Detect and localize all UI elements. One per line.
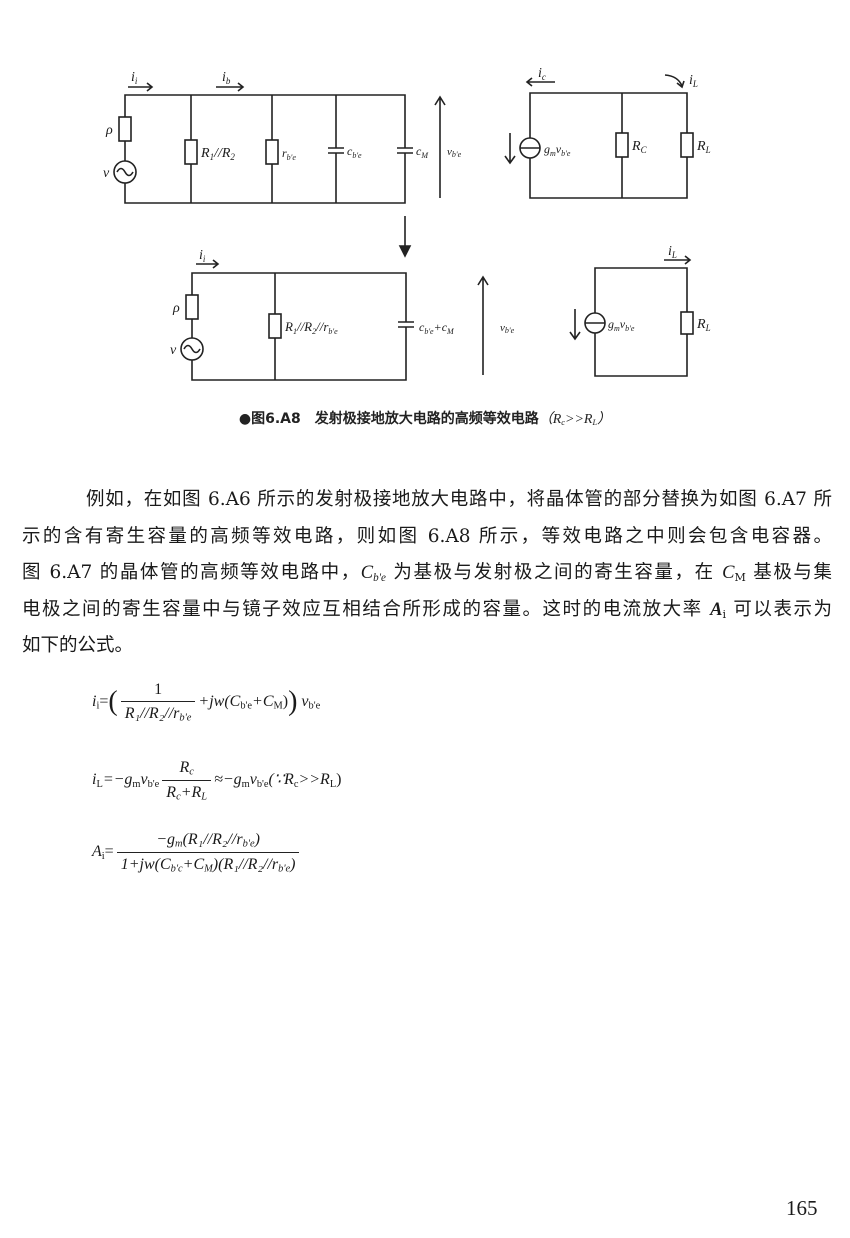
wire [124, 94, 406, 204]
ii-arrow [128, 82, 154, 92]
top-right-circuit: ic iL gmvb'e RC RL [504, 66, 711, 199]
il-label: iL [668, 244, 677, 260]
current-direction-arrow [569, 309, 581, 341]
rho-label: ρ [172, 301, 180, 316]
rl-resistor [680, 311, 694, 335]
ic-label: ic [538, 66, 546, 82]
paragraph-line: 图 6.A7 的晶体管的高频等效电路中，Cb'e 为基极与发射极之间的寄生容量，… [22, 562, 832, 584]
caption-label: ●图6.A8 发射极接地放大电路的高频等效电路 [238, 411, 539, 427]
r1r2-resistor [184, 139, 198, 165]
v-label: v [170, 343, 177, 358]
ceq-label: cb'e+cM [419, 320, 455, 336]
req-resistor [268, 313, 282, 339]
sine-wave-icon [183, 344, 201, 354]
caption-condition: （Rc>>RL） [538, 412, 612, 428]
equivalent-circuit-figure: ii ib ρ v R1//R2 rb'e cb'e cM vb'e ic iL… [103, 66, 711, 381]
body-paragraph: 例如，在如图 6.A6 所示的发射极接地放大电路中，将晶体管的部分替换为如图 6… [22, 482, 832, 665]
gm-vbe-label: gmvb'e [608, 317, 635, 333]
current-direction-arrow [504, 133, 516, 165]
gm-vbe-label: gmvb'e [544, 142, 571, 158]
ii-label: ii [131, 70, 138, 86]
rho-label: ρ [105, 123, 113, 138]
wire [529, 92, 688, 199]
paragraph-line: 示的含有寄生容量的高频等效电路，则如图 6.A8 所示，等效电路之中则会包含电容… [22, 525, 832, 547]
cbe-capacitor [328, 147, 344, 154]
req-label: R1//R2//rb'e [284, 319, 338, 336]
cm-label: cM [416, 144, 429, 160]
vbe-arrow [434, 95, 446, 198]
wire [594, 267, 688, 377]
il-label: iL [689, 73, 698, 89]
cbe-label: cb'e [347, 144, 362, 160]
ib-label: ib [222, 70, 231, 86]
rl-resistor [680, 132, 694, 158]
rl-label: RL [696, 139, 711, 155]
rbe-label: rb'e [282, 146, 296, 162]
v-label: v [103, 166, 110, 181]
paragraph-line: 电极之间的寄生容量中与镜子效应互相结合所形成的容量。这时的电流放大率 Ai 可以… [22, 598, 832, 621]
rho-resistor [118, 116, 132, 142]
r1r2-label: R1//R2 [200, 146, 235, 162]
ii-label: ii [199, 248, 206, 264]
il-arrow [664, 255, 692, 265]
cm-capacitor [397, 147, 413, 154]
equation-ai: Ai=−gm(R₁//R₂//rb'e)1+jw(Cb'c+CM)(R₁//R₂… [92, 830, 302, 875]
vbe-label: vb'e [500, 322, 515, 335]
down-arrow-head [398, 245, 412, 258]
top-left-circuit: ii ib ρ v R1//R2 rb'e cb'e cM vb'e [103, 70, 462, 204]
vbe-label: vb'e [447, 146, 462, 159]
rc-label: RC [631, 139, 648, 155]
paragraph-line: 如下的公式。 [22, 635, 134, 656]
rc-resistor [615, 132, 629, 158]
figure-caption: ●图6.A8 发射极接地放大电路的高频等效电路（Rc>>RL） [0, 408, 850, 428]
ceq-capacitor [398, 321, 414, 328]
ic-arrow [525, 77, 555, 87]
rl-label: RL [696, 317, 711, 333]
ib-arrow [216, 82, 245, 92]
il-arrow [664, 74, 685, 89]
rbe-resistor [265, 139, 279, 165]
sine-wave-icon [116, 167, 134, 177]
paragraph-line: 例如，在如图 6.A6 所示的发射极接地放大电路中，将晶体管的部分替换为如图 6… [86, 489, 832, 510]
page-number: 165 [786, 1196, 818, 1220]
bottom-left-circuit: ii ρ v R1//R2//rb'e cb'e+cM vb'e [170, 248, 515, 381]
bottom-right-circuit: iL gmvb'e RL [569, 244, 711, 377]
vbe-arrow [477, 275, 489, 375]
rho-resistor [185, 294, 199, 320]
ii-arrow [196, 259, 220, 269]
